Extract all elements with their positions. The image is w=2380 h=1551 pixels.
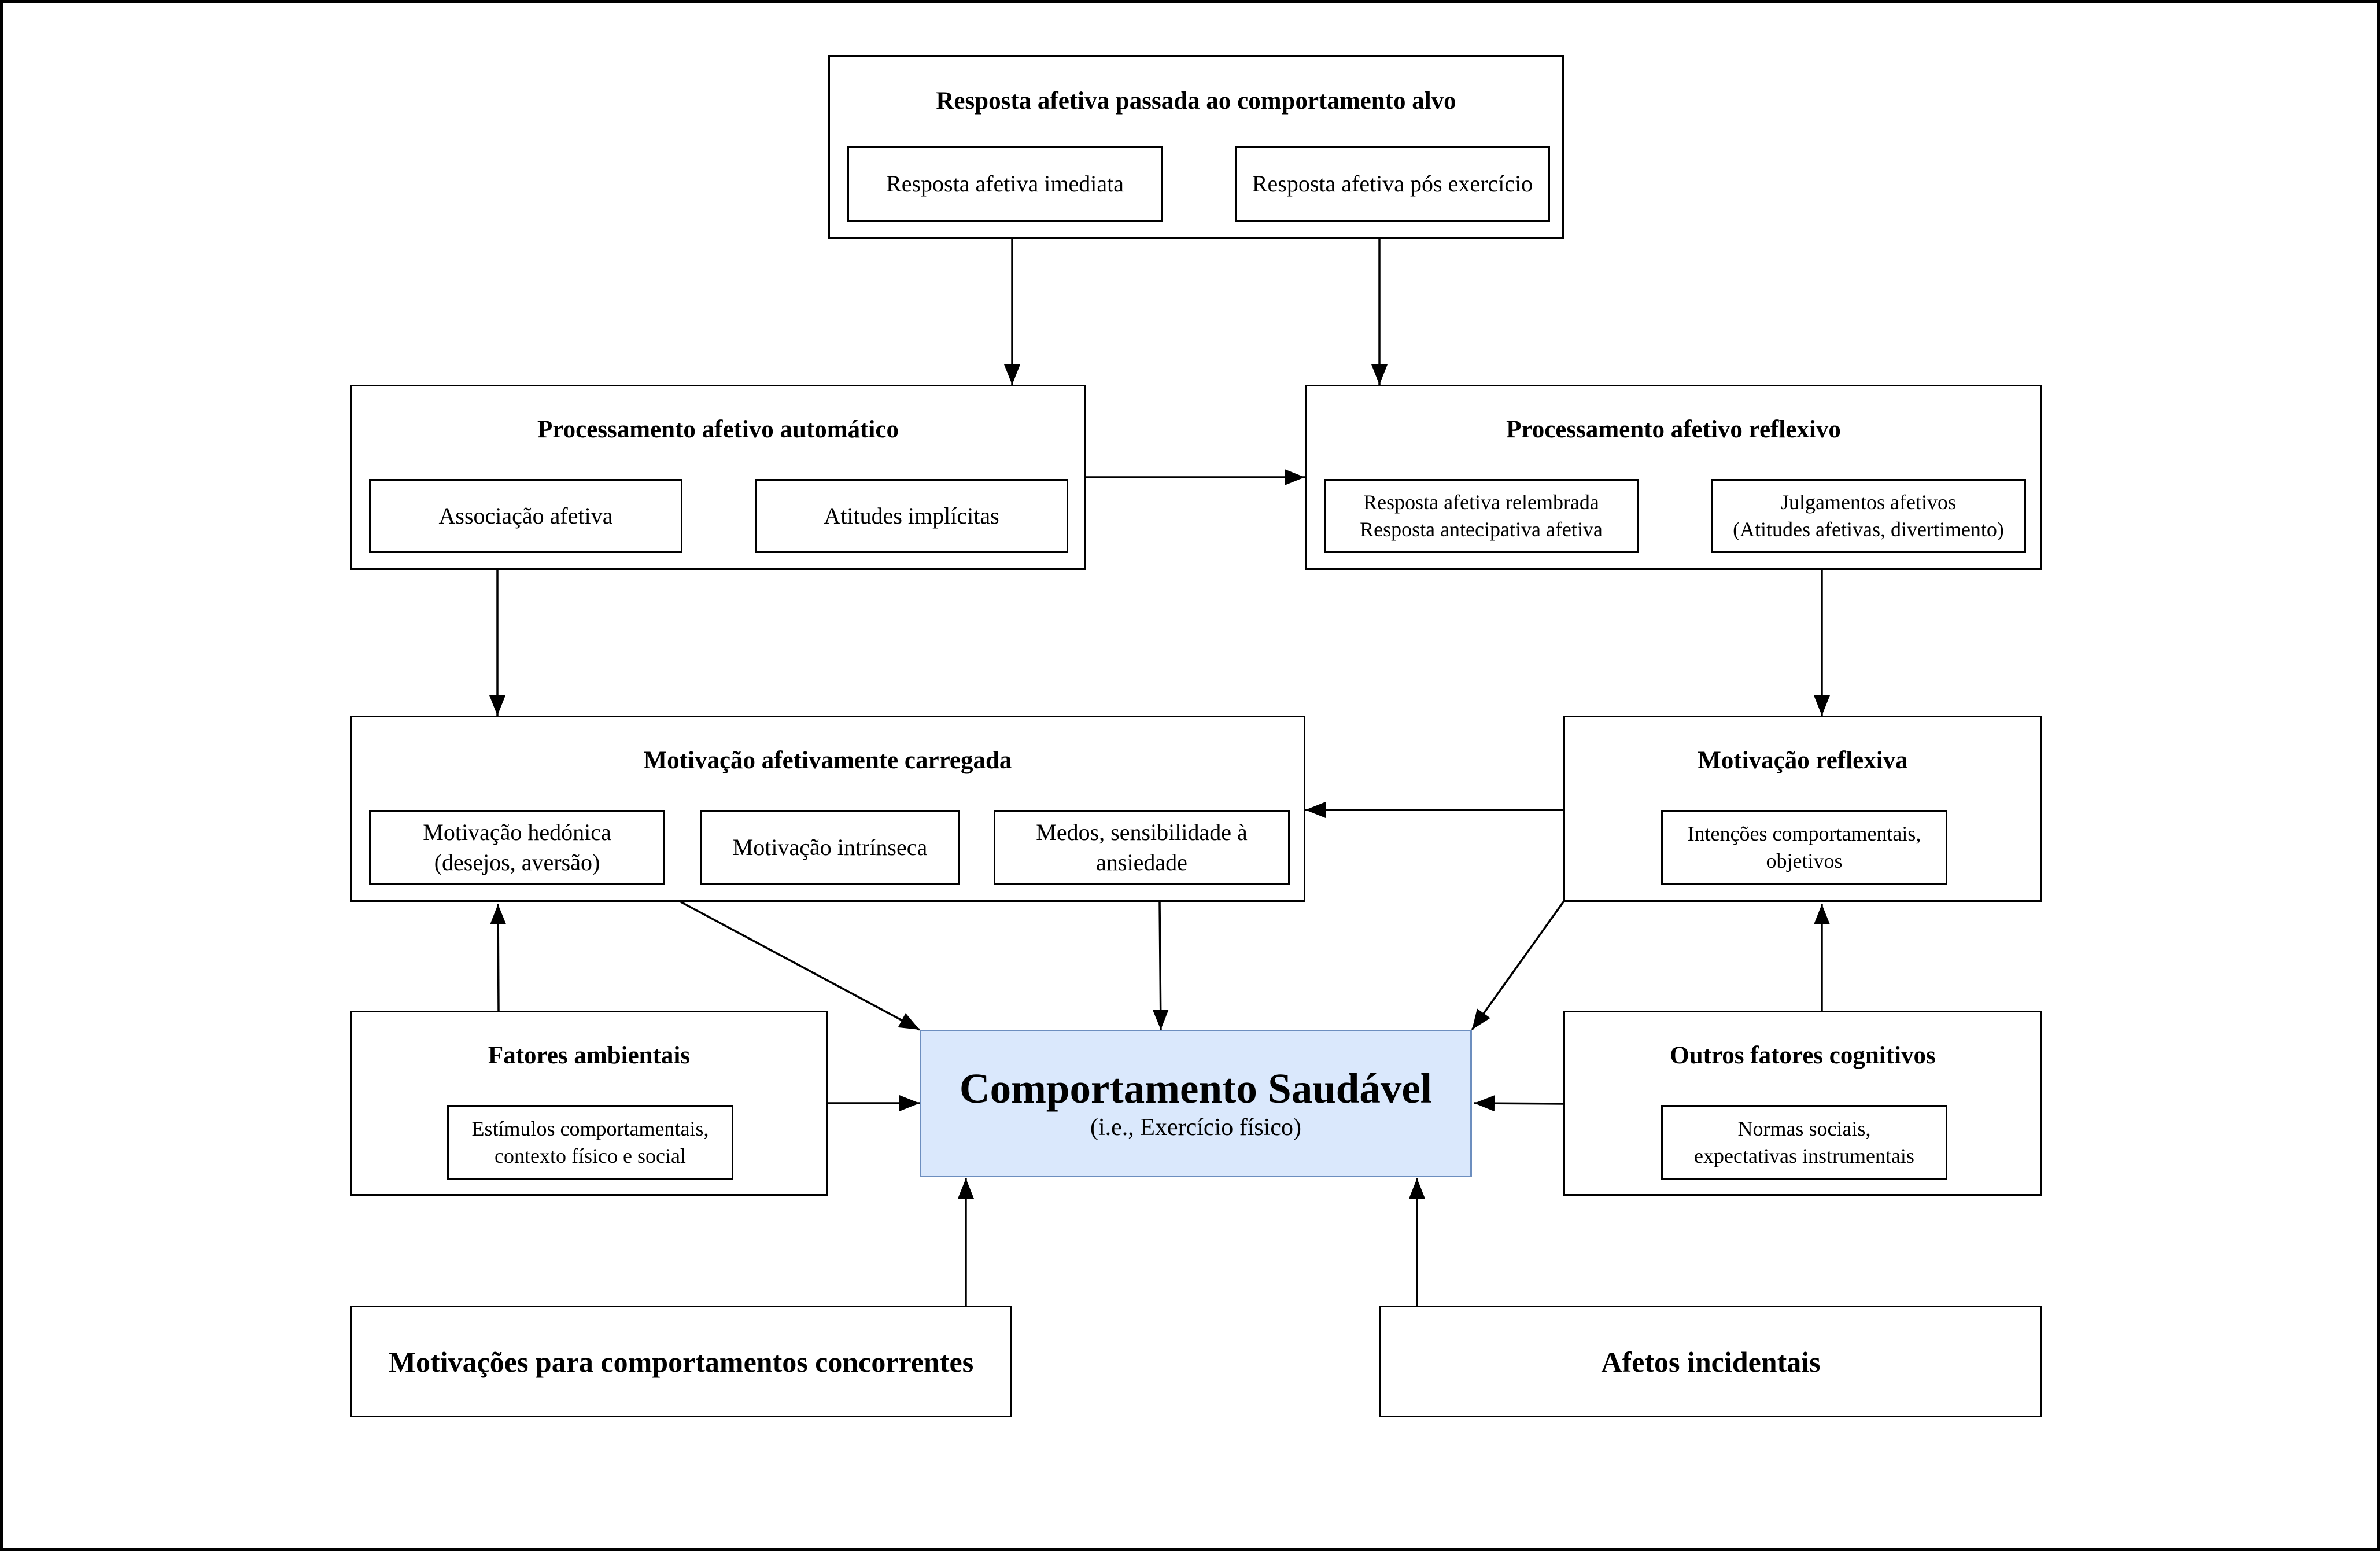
affective-motivation-title: Motivação afetivamente carregada [643, 747, 1012, 774]
intrinsic-motivation-item: Motivação intrínseca [700, 810, 960, 885]
arrow-affmotivation-to-center [1152, 901, 1169, 1030]
incidental-affect-box: Afetos incidentais [1379, 1306, 2042, 1417]
automatic-processing-title: Processamento afetivo automático [537, 416, 899, 443]
healthy-behavior-subtitle: (i.e., Exercício físico) [1090, 1114, 1301, 1141]
reflective-motivation-box: Motivação reflexiva Intenções comportame… [1563, 716, 2042, 902]
reflective-processing-title: Processamento afetivo reflexivo [1506, 416, 1841, 443]
behavioral-intentions-item: Intenções comportamentais, objetivos [1661, 810, 1947, 885]
environmental-factors-title: Fatores ambientais [488, 1042, 691, 1069]
immediate-affect-item: Resposta afetiva imediata [847, 146, 1163, 222]
competing-motivations-box: Motivações para comportamentos concorren… [350, 1306, 1012, 1417]
affective-association-item: Associação afetiva [369, 479, 682, 553]
behavioral-stimuli-item: Estímulos comportamentais, contexto físi… [447, 1105, 733, 1180]
environmental-factors-box: Fatores ambientais Estímulos comportamen… [350, 1011, 828, 1196]
post-exercise-affect-item: Resposta afetiva pós exercício [1235, 146, 1550, 222]
arrow-reflmotivation-to-center [1471, 901, 1564, 1031]
past-affect-title: Resposta afetiva passada ao comportament… [936, 87, 1456, 115]
cognitive-factors-box: Outros fatores cognitivos Normas sociais… [1563, 1011, 2042, 1196]
social-norms-item: Normas sociais, expectativas instrumenta… [1661, 1105, 1947, 1180]
arrow-environment-to-affmotivation [490, 904, 507, 1011]
cognitive-factors-title: Outros fatores cognitivos [1670, 1042, 1936, 1069]
fears-anxiety-item: Medos, sensibilidade à ansiedade [994, 810, 1290, 885]
recalled-anticipated-affect-item: Resposta afetiva relembrada Resposta ant… [1324, 479, 1639, 553]
arrow-affmotivation-to-center-left [680, 901, 920, 1031]
implicit-attitudes-item: Atitudes implícitas [755, 479, 1068, 553]
healthy-behavior-title: Comportamento Saudável [959, 1065, 1433, 1112]
past-affect-box: Resposta afetiva passada ao comportament… [828, 55, 1564, 239]
reflective-motivation-title: Motivação reflexiva [1698, 747, 1908, 774]
incidental-affect-title: Afetos incidentais [1601, 1345, 1821, 1378]
competing-motivations-title: Motivações para comportamentos concorren… [388, 1345, 974, 1378]
healthy-behavior-box: Comportamento Saudável (i.e., Exercício … [920, 1030, 1472, 1177]
affective-judgements-item: Julgamentos afetivos (Atitudes afetivas,… [1711, 479, 2026, 553]
automatic-processing-box: Processamento afetivo automático Associa… [350, 385, 1086, 570]
affective-motivation-box: Motivação afetivamente carregada Motivaç… [350, 716, 1305, 902]
arrow-cognitive-to-center [1474, 1095, 1564, 1112]
hedonic-motivation-item: Motivação hedónica (desejos, aversão) [369, 810, 665, 885]
reflective-processing-box: Processamento afetivo reflexivo Resposta… [1305, 385, 2042, 570]
